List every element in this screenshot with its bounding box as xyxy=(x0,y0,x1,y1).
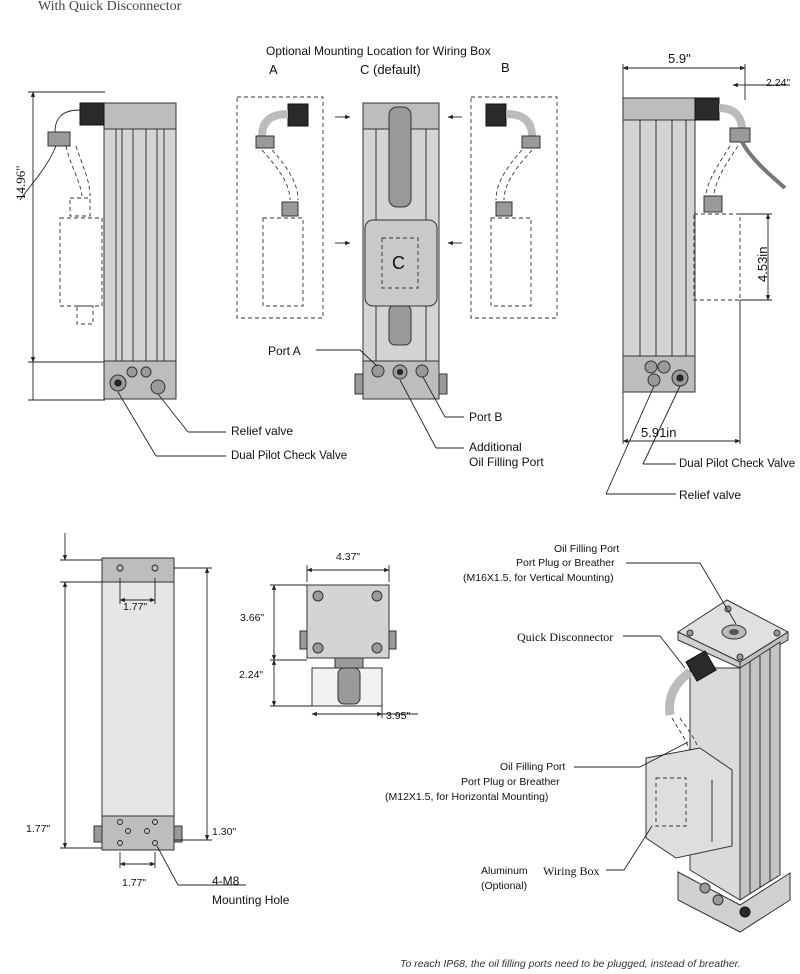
isometric-view xyxy=(574,562,791,933)
top-port-line3: (M16X1.5, for Vertical Mounting) xyxy=(463,572,614,584)
option-c-label: C (default) xyxy=(360,62,421,77)
header-title: With Quick Disconnector xyxy=(38,0,182,14)
option-a-label: A xyxy=(269,62,278,77)
box-base-dim: 3.95" xyxy=(386,710,411,722)
wiring-box-optional: (Optional) xyxy=(481,880,528,892)
top-port-line2: Port Plug or Breather xyxy=(516,557,615,569)
port-a-label: Port A xyxy=(268,344,301,358)
width-dimension-right: 5.9" xyxy=(668,51,691,66)
side-port-line2: Port Plug or Breather xyxy=(461,776,560,788)
wiring-box-view xyxy=(270,565,418,718)
box-height-dim: 3.66" xyxy=(240,612,265,624)
quick-disconnector-label: Quick Disconnector xyxy=(517,630,614,644)
top-hole-spacing: 1.77" xyxy=(123,601,148,613)
box-c-label: C xyxy=(392,253,405,273)
dual-pilot-label-right: Dual Pilot Check Valve xyxy=(679,458,796,470)
hole-spec-label: 4-M8 xyxy=(212,874,240,888)
top-port-line1: Oil Filling Port xyxy=(554,543,620,555)
side-view-left xyxy=(19,91,226,457)
depth-dimension-right: 5.91in xyxy=(641,425,677,440)
bottom-hole-spacing: 1.77" xyxy=(122,877,147,889)
side-port-line1: Oil Filling Port xyxy=(500,761,566,773)
mounting-location-title: Optional Mounting Location for Wiring Bo… xyxy=(266,44,491,58)
side-view-right xyxy=(605,64,790,495)
bottom-right-dimension: 1.30" xyxy=(212,826,237,838)
additional-port-line1: Additional xyxy=(469,440,522,454)
wiring-box-label: Wiring Box xyxy=(543,864,600,878)
relief-valve-label-left: Relief valve xyxy=(231,424,294,438)
mounting-front-view xyxy=(60,533,246,886)
offset-dimension-right: 2.24" xyxy=(766,77,791,89)
footer-note: To reach IP68, the oil filling ports nee… xyxy=(400,958,741,970)
mounting-options-view xyxy=(236,96,558,449)
height-dimension-left: 14.96" xyxy=(13,165,28,200)
port-b-label: Port B xyxy=(469,410,503,424)
box-width-dimension: 4.37" xyxy=(336,551,361,563)
relief-valve-label-right: Relief valve xyxy=(679,488,742,502)
box-height-dimension: 4.53in xyxy=(755,246,770,282)
option-b-label: B xyxy=(501,60,510,75)
mounting-hole-label: Mounting Hole xyxy=(212,893,290,907)
additional-port-line2: Oil Filling Port xyxy=(469,455,544,469)
side-port-line3: (M12X1.5, for Horizontal Mounting) xyxy=(385,791,549,803)
box-lower-dim: 2.24" xyxy=(239,669,264,681)
wiring-box-aluminum: Aluminum xyxy=(481,865,528,877)
dual-pilot-label-left: Dual Pilot Check Valve xyxy=(231,450,348,462)
bottom-left-dimension: 1.77" xyxy=(26,823,51,835)
